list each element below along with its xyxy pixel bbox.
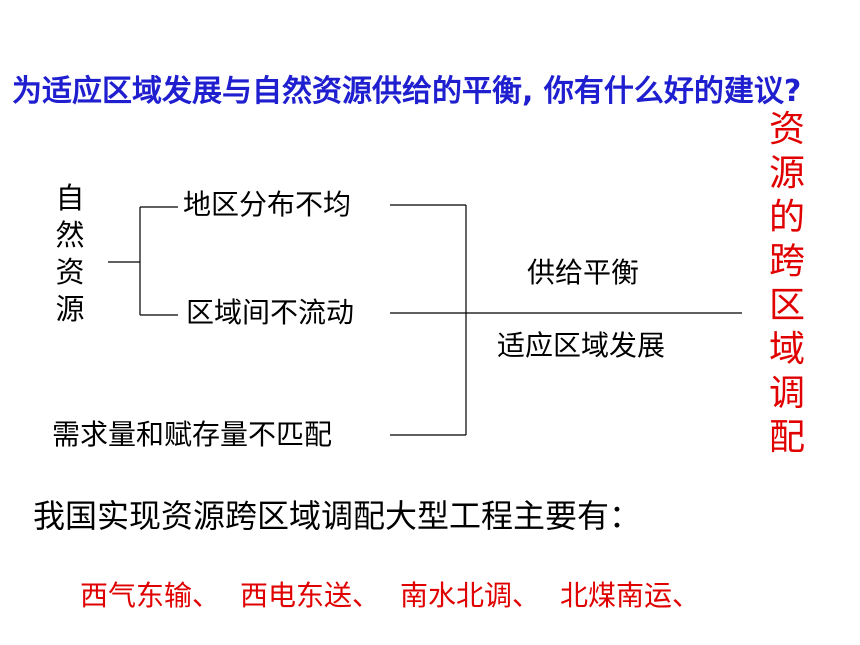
- resource-char: 资: [55, 255, 85, 289]
- resource-char: 源: [55, 292, 85, 326]
- project-item: 西气东输、: [80, 579, 221, 612]
- project-item: 南水北调、: [400, 579, 541, 612]
- resource-char: 然: [55, 218, 85, 252]
- cause-no-regional-flow: 区域间不流动: [186, 296, 355, 329]
- project-item: 西电东送、: [240, 579, 381, 612]
- natural-resources-label: 自 然 资 源: [50, 180, 90, 328]
- conclusion-char: 跨: [768, 241, 805, 282]
- summary-text: 我国实现资源跨区域调配大型工程主要有：: [33, 497, 642, 535]
- conclusion-char: 配: [768, 417, 805, 458]
- conclusion-char: 区: [768, 285, 805, 326]
- goal-regional-development: 适应区域发展: [497, 329, 666, 362]
- conclusion-char: 源: [768, 153, 805, 194]
- conclusion-char: 的: [768, 197, 805, 238]
- project-list: 西气东输、 西电东送、 南水北调、 北煤南运、: [80, 578, 700, 614]
- conclusion-char: 调: [768, 373, 805, 414]
- conclusion-char: 域: [768, 329, 805, 370]
- cause-supply-demand-mismatch: 需求量和赋存量不匹配: [52, 418, 333, 451]
- resource-char: 自: [55, 181, 85, 215]
- conclusion-char: 资: [768, 109, 805, 150]
- project-item: 北煤南运、: [560, 579, 701, 612]
- cause-uneven-distribution: 地区分布不均: [183, 188, 352, 221]
- goal-supply-balance: 供给平衡: [527, 256, 640, 289]
- question-text: 为适应区域发展与自然资源供给的平衡, 你有什么好的建议?: [12, 74, 802, 109]
- conclusion-cross-region-allocation: 资 源 的 跨 区 域 调 配: [762, 108, 812, 460]
